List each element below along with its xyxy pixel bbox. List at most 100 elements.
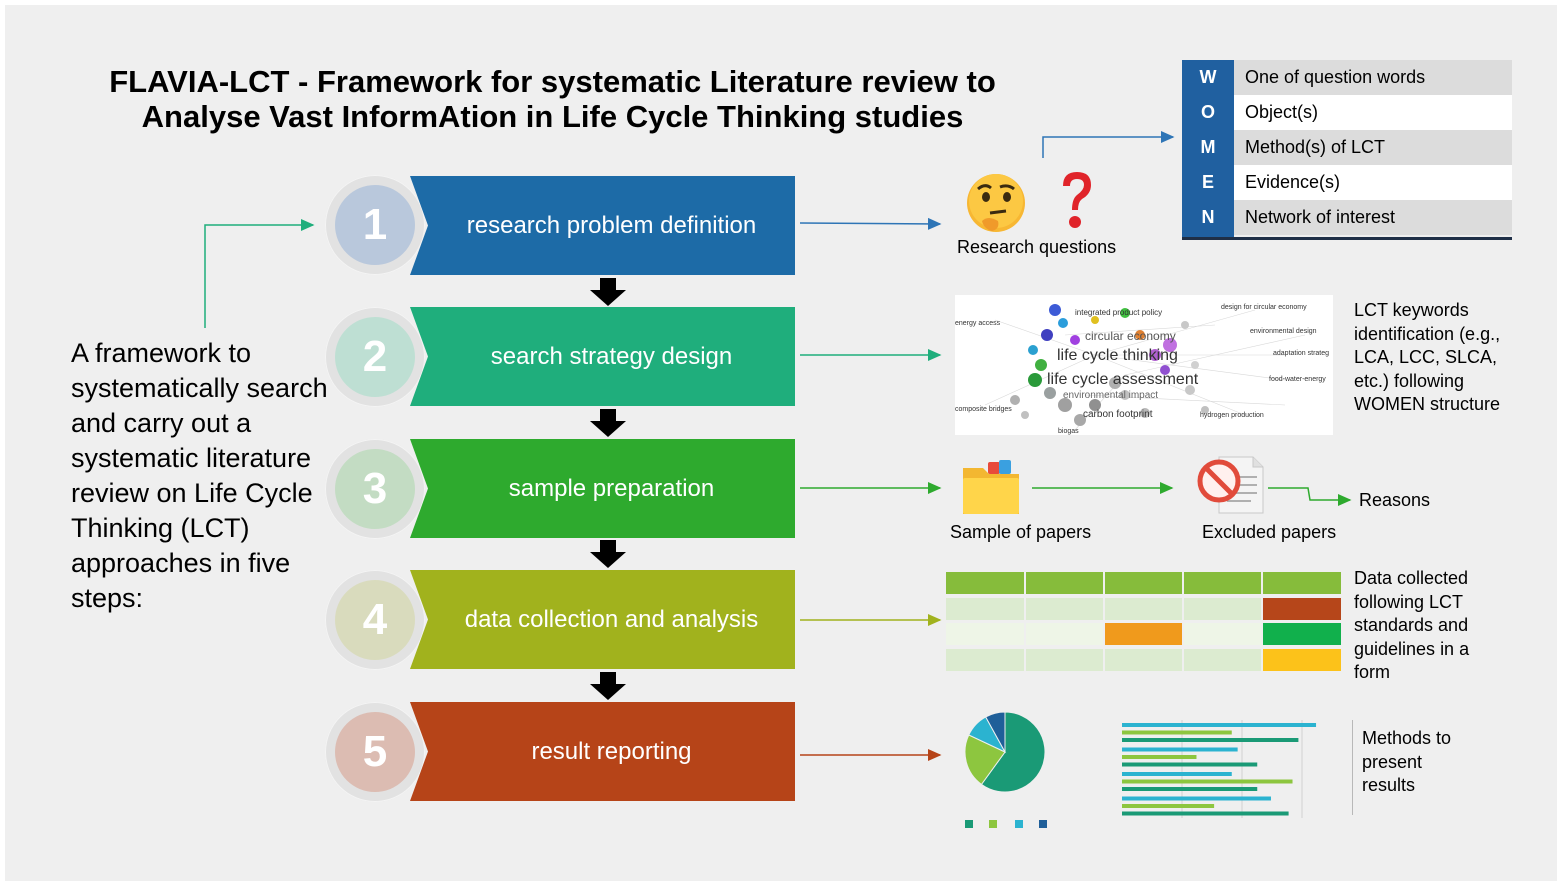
- women-connector: [1042, 131, 1175, 158]
- reasons-label: Reasons: [1359, 490, 1431, 510]
- pie-legend: [965, 820, 1047, 828]
- diagram-title: FLAVIA-LCT - Framework for systematic Li…: [40, 64, 1065, 134]
- form-header-cell: [1026, 572, 1103, 594]
- step1-output-arrow: [799, 217, 942, 230]
- question-mark-icon: [1063, 172, 1091, 228]
- form-cell: [946, 649, 1024, 671]
- methods-text: Methods to present results: [1362, 728, 1452, 795]
- pie-slice: [985, 711, 1006, 753]
- thinking-face-icon: [967, 174, 1025, 232]
- term-food-water-energy: food-water-energy: [1269, 376, 1326, 383]
- step-4-label: data collection and analysis: [464, 605, 759, 633]
- research-questions-label: Research questions: [957, 237, 1117, 257]
- form-cell-filled: [1263, 623, 1341, 645]
- women-table: W O M E N One of question words Object(s…: [1182, 60, 1512, 240]
- legend-swatch: [1039, 820, 1047, 828]
- women-letter-o: O: [1200, 102, 1215, 122]
- term-energy-access: energy access: [955, 320, 1001, 327]
- down-arrows: [590, 278, 626, 700]
- bar: [1122, 779, 1293, 784]
- term-circular-economy: circular economy: [1085, 329, 1176, 343]
- women-row-w: One of question words: [1234, 60, 1512, 95]
- step-3-label: sample preparation: [508, 474, 715, 502]
- women-letter-n: N: [1201, 207, 1215, 227]
- bar: [1122, 747, 1238, 752]
- legend-swatch: [965, 820, 973, 828]
- bar: [1122, 730, 1232, 735]
- term-life-cycle-assessment: life cycle assessment: [1047, 371, 1199, 388]
- step-1-circle: 1: [325, 175, 425, 275]
- form-header-cell: [1184, 572, 1261, 594]
- step-2-circle: 2: [325, 307, 425, 407]
- legend-swatch: [1015, 820, 1023, 828]
- excluded-papers-label: Excluded papers: [1202, 522, 1337, 542]
- term-environmental-impact: environmental impact: [1063, 390, 1158, 401]
- term-design-for-circular-economy: design for circular economy: [1221, 304, 1307, 311]
- title-line-2: Analyse Vast InformAtion in Life Cycle T…: [141, 99, 964, 134]
- women-letter-e: E: [1201, 172, 1214, 192]
- down-arrow-2: [590, 409, 626, 437]
- bar: [1122, 804, 1215, 808]
- bar: [1122, 738, 1299, 742]
- women-row-o: Object(s): [1234, 95, 1512, 130]
- example-bar-chart: [1122, 720, 1317, 818]
- form-cell: [1105, 649, 1182, 671]
- form-cell: [946, 623, 1024, 645]
- intro-text: A framework to systematically search and…: [71, 338, 328, 613]
- step-1-label: research problem definition: [466, 211, 757, 239]
- down-arrow-1: [590, 278, 626, 306]
- step-3-circle: 3: [325, 439, 425, 539]
- form-cell-filled: [1105, 623, 1182, 645]
- bar: [1122, 762, 1258, 767]
- bar: [1122, 755, 1197, 759]
- step-1-number: 1: [335, 185, 415, 265]
- form-cell: [1026, 623, 1103, 645]
- pie-slice: [980, 711, 1046, 793]
- step-4-number: 4: [335, 580, 415, 660]
- women-letter-m: M: [1200, 137, 1216, 157]
- bar: [1122, 787, 1258, 791]
- step-1-bar: research problem definition: [410, 176, 795, 275]
- step-5-number: 5: [335, 712, 415, 792]
- step-4-circle: 4: [325, 570, 425, 670]
- bar: [1122, 811, 1289, 816]
- women-letter-column: [1182, 60, 1234, 237]
- form-cell-filled: [1263, 598, 1341, 620]
- form-cell: [1026, 649, 1103, 671]
- bar: [1122, 723, 1317, 727]
- term-environmental-design: environmental design: [1250, 328, 1317, 335]
- form-header-cell: [946, 572, 1024, 594]
- chart-divider: [1352, 720, 1353, 815]
- form-header-cell: [1105, 572, 1182, 594]
- form-cell: [946, 598, 1024, 620]
- form-cell: [1105, 598, 1182, 620]
- term-biogas: biogas: [1058, 428, 1079, 435]
- form-cell: [1026, 598, 1103, 620]
- title-line-1: FLAVIA-LCT - Framework for systematic Li…: [109, 64, 996, 99]
- term-carbon-footprint: carbon footprint: [1083, 409, 1153, 420]
- form-cell: [1184, 623, 1261, 645]
- women-row-m: Method(s) of LCT: [1234, 130, 1512, 165]
- step-5-label: result reporting: [531, 737, 692, 765]
- reasons-connector: [1268, 487, 1352, 506]
- term-integrated-product-policy: integrated product policy: [1075, 308, 1162, 317]
- women-row-e: Evidence(s): [1234, 165, 1512, 200]
- step-4-bar: data collection and analysis: [410, 570, 795, 669]
- step-3-bar: sample preparation: [410, 439, 795, 538]
- step-2-bar: search strategy design: [410, 307, 795, 406]
- keywords-text: LCT keywords identification (e.g., LCA, …: [1354, 300, 1501, 414]
- step-2-number: 2: [335, 317, 415, 397]
- legend-swatch: [989, 820, 997, 828]
- bar: [1122, 772, 1232, 776]
- form-header-cell: [1263, 572, 1341, 594]
- term-hydrogen-production: hydrogen production: [1200, 412, 1264, 419]
- term-adaptation-strateg: adaptation strateg: [1273, 350, 1329, 357]
- down-arrow-4: [590, 672, 626, 700]
- excluded-document-icon: [1197, 456, 1264, 514]
- step-3-number: 3: [335, 449, 415, 529]
- women-letter-w: W: [1199, 67, 1217, 87]
- sample-papers-label: Sample of papers: [950, 522, 1092, 542]
- form-cell: [1184, 598, 1261, 620]
- bar: [1122, 796, 1271, 801]
